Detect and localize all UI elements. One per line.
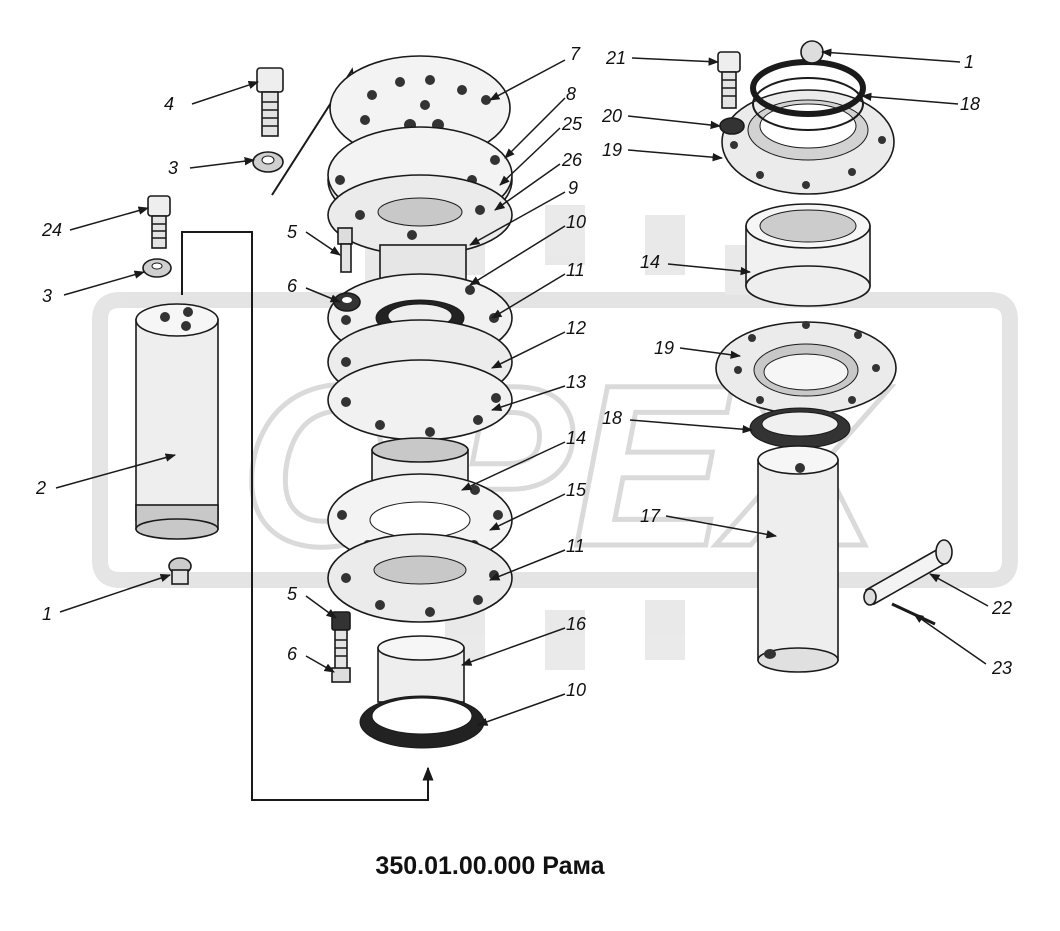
callout-12: 12 [566, 318, 586, 338]
seal-part-10-lower [359, 695, 485, 749]
callout-7: 7 [570, 44, 581, 64]
callout-1-top: 1 [964, 52, 974, 72]
callout-17: 17 [640, 506, 661, 526]
pin-part-22 [863, 539, 953, 606]
callout-24: 24 [41, 220, 62, 240]
cotter-pin-part-23 [891, 602, 936, 626]
callout-20: 20 [601, 106, 622, 126]
callout-21: 21 [605, 48, 626, 68]
callout-22: 22 [991, 598, 1012, 618]
callout-1-left: 1 [42, 604, 52, 624]
flange-part-19-upper [721, 89, 895, 195]
bolt-part-21 [717, 51, 741, 109]
bolt-part-5-lower [331, 611, 351, 683]
callout-14-center: 14 [566, 428, 586, 448]
callout-3-left: 3 [42, 286, 52, 306]
callout-14-right: 14 [640, 252, 660, 272]
callout-6-upper: 6 [287, 276, 298, 296]
pin-part-17 [757, 445, 839, 673]
flange-part-25 [327, 174, 513, 256]
callout-5-upper: 5 [287, 222, 298, 242]
grease-fitting-part-1-left [168, 557, 192, 585]
callout-10-upper: 10 [566, 212, 586, 232]
callout-25: 25 [561, 114, 583, 134]
washer-part-20 [719, 117, 745, 135]
callout-19-lower: 19 [654, 338, 674, 358]
sleeve-part-14-right [745, 203, 871, 307]
callout-23: 23 [991, 658, 1012, 678]
callout-4: 4 [164, 94, 174, 114]
callout-11-upper: 11 [566, 260, 585, 280]
callout-3-top: 3 [168, 158, 178, 178]
bolt-part-4 [256, 67, 284, 137]
leader-lines [55, 48, 989, 726]
drawing-caption: 350.01.00.000 Рама [375, 852, 605, 880]
callout-11-lower: 11 [566, 536, 585, 556]
bushing-part-16 [377, 635, 465, 703]
callout-15: 15 [566, 480, 587, 500]
ring-part-18-lower [749, 407, 851, 449]
callout-16: 16 [566, 614, 587, 634]
washer-part-3-top [252, 151, 284, 173]
bolt-part-24 [147, 195, 171, 249]
callout-2: 2 [35, 478, 46, 498]
nut-part-6-upper [333, 292, 361, 312]
callout-5-lower: 5 [287, 584, 298, 604]
washer-part-3-left [142, 258, 172, 278]
assembly-path-line [181, 231, 434, 801]
bolt-part-5-upper [337, 227, 353, 273]
pin-part-2 [135, 303, 219, 540]
callout-9: 9 [568, 178, 578, 198]
plate-part-13 [327, 359, 513, 441]
callout-19-upper: 19 [602, 140, 622, 160]
grease-fitting-part-1-top [800, 40, 824, 64]
flange-part-11-lower [327, 533, 513, 623]
callout-8: 8 [566, 84, 576, 104]
callout-10-lower: 10 [566, 680, 586, 700]
callout-labels: 4 3 24 3 2 1 5 6 5 6 7 8 25 26 9 10 11 1… [35, 44, 1012, 700]
callout-18-lower: 18 [602, 408, 622, 428]
callout-13: 13 [566, 372, 586, 392]
callout-18-upper: 18 [960, 94, 980, 114]
callout-26: 26 [561, 150, 583, 170]
callout-6-lower: 6 [287, 644, 298, 664]
